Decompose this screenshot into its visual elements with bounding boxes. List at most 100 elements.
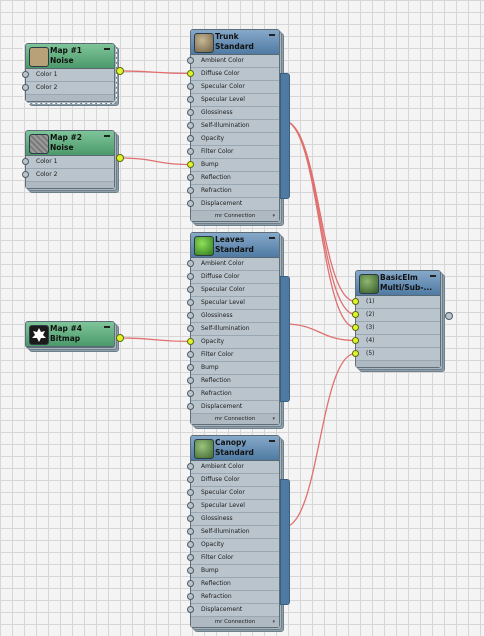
input-socket-icon[interactable] [187,515,194,522]
material-slot-self-illumination[interactable]: Self-Illumination [187,526,279,539]
multi-header[interactable]: BasicElm Multi/Sub-... [356,271,440,296]
input-socket-icon[interactable] [187,174,194,181]
input-socket-icon[interactable] [187,580,194,587]
multi-slot-3[interactable]: (3) [352,322,440,335]
input-socket-icon[interactable] [187,463,194,470]
map2-output-socket-icon[interactable] [116,154,124,162]
material-slot-bump[interactable]: Bump [187,159,279,172]
material-slot-specular-color[interactable]: Specular Color [187,284,279,297]
input-socket-icon[interactable] [187,351,194,358]
minimize-icon[interactable] [269,438,276,444]
wire-map1-trunk-diffuse[interactable] [119,70,191,75]
material-slot-opacity[interactable]: Opacity [187,539,279,552]
input-socket-icon[interactable] [352,311,359,318]
input-socket-icon[interactable] [187,476,194,483]
material-slot-specular-level[interactable]: Specular Level [187,500,279,513]
input-socket-icon[interactable] [187,390,194,397]
map1-output-socket-icon[interactable] [116,67,124,75]
multi-output-socket-icon[interactable] [445,312,453,320]
material-slot-specular-color[interactable]: Specular Color [187,81,279,94]
material-slot-opacity[interactable]: Opacity [187,336,279,349]
input-socket-icon[interactable] [187,286,194,293]
material-slot-refraction[interactable]: Refraction [187,388,279,401]
material-slot-glossiness[interactable]: Glossiness [187,310,279,323]
material-slot-specular-level[interactable]: Specular Level [187,297,279,310]
input-socket-icon[interactable] [187,606,194,613]
input-socket-icon[interactable] [187,364,194,371]
input-socket-icon[interactable] [187,299,194,306]
expand-arrow-icon[interactable]: ▾ [272,213,275,219]
material-slot-refraction[interactable]: Refraction [187,185,279,198]
material-slot-reflection[interactable]: Reflection [187,578,279,591]
material-slot-reflection[interactable]: Reflection [187,375,279,388]
input-socket-icon[interactable] [187,528,194,535]
input-socket-icon[interactable] [187,122,194,129]
material-slot-filter-color[interactable]: Filter Color [187,552,279,565]
leaves-header[interactable]: Leaves Standard [191,233,279,258]
map2-header[interactable]: Map #2 Noise [26,131,114,156]
wire-map4-leaves-opacity[interactable] [119,337,191,343]
material-slot-diffuse-color[interactable]: Diffuse Color [187,271,279,284]
material-slot-opacity[interactable]: Opacity [187,133,279,146]
input-socket-icon[interactable] [187,273,194,280]
minimize-icon[interactable] [430,273,437,279]
input-socket-icon[interactable] [187,593,194,600]
map2-slot-color1[interactable]: Color 1 [22,156,114,169]
material-slot-bump[interactable]: Bump [187,565,279,578]
map4-output-socket-icon[interactable] [116,334,124,342]
multi-slot-5[interactable]: (5) [352,348,440,361]
canopy-footer[interactable]: mr Connection▾ [191,617,279,627]
input-socket-icon[interactable] [187,502,194,509]
material-slot-specular-level[interactable]: Specular Level [187,94,279,107]
input-socket-icon[interactable] [187,109,194,116]
wire-leaves-multi-4[interactable] [283,323,356,342]
input-socket-icon[interactable] [22,71,29,78]
material-slot-glossiness[interactable]: Glossiness [187,107,279,120]
input-socket-icon[interactable] [352,337,359,344]
expand-arrow-icon[interactable]: ▾ [272,619,275,625]
basicelm-multisub-node[interactable]: BasicElm Multi/Sub-... (1) (2) (3) (4) (… [352,270,453,372]
leaves-footer[interactable]: mr Connection▾ [191,414,279,424]
input-socket-icon[interactable] [187,312,194,319]
input-socket-icon[interactable] [22,171,29,178]
input-socket-icon[interactable] [187,83,194,90]
material-slot-ambient-color[interactable]: Ambient Color [187,258,279,271]
wire-canopy-multi-5[interactable] [283,352,356,528]
minimize-icon[interactable] [269,235,276,241]
minimize-icon[interactable] [269,32,276,38]
input-socket-icon[interactable] [187,541,194,548]
material-slot-self-illumination[interactable]: Self-Illumination [187,120,279,133]
input-socket-icon[interactable] [352,324,359,331]
input-socket-icon[interactable] [187,325,194,332]
input-socket-icon[interactable] [187,567,194,574]
material-slot-diffuse-color[interactable]: Diffuse Color [187,68,279,81]
wire-trunk-multi-2[interactable] [283,120,356,316]
multi-slot-2[interactable]: (2) [352,309,440,322]
map1-header[interactable]: Map #1 Noise [26,44,114,69]
input-socket-icon[interactable] [187,135,194,142]
input-socket-icon[interactable] [187,96,194,103]
multi-slot-4[interactable]: (4) [352,335,440,348]
input-socket-icon[interactable] [187,57,194,64]
map1-slot-color2[interactable]: Color 2 [22,82,114,95]
input-socket-icon[interactable] [187,377,194,384]
material-slot-displacement[interactable]: Displacement [187,198,279,211]
input-socket-icon[interactable] [187,200,194,207]
material-slot-displacement[interactable]: Displacement [187,401,279,414]
material-slot-glossiness[interactable]: Glossiness [187,513,279,526]
multi-slot-1[interactable]: (1) [352,296,440,309]
material-slot-filter-color[interactable]: Filter Color [187,146,279,159]
material-slot-specular-color[interactable]: Specular Color [187,487,279,500]
trunk-footer[interactable]: mr Connection▾ [191,211,279,221]
map1-slot-color1[interactable]: Color 1 [22,69,114,82]
material-slot-ambient-color[interactable]: Ambient Color [187,461,279,474]
material-slot-reflection[interactable]: Reflection [187,172,279,185]
minimize-icon[interactable] [104,324,111,330]
material-slot-self-illumination[interactable]: Self-Illumination [187,323,279,336]
map4-node[interactable]: Map #4 Bitmap [25,321,124,352]
input-socket-icon[interactable] [187,554,194,561]
input-socket-icon[interactable] [187,148,194,155]
